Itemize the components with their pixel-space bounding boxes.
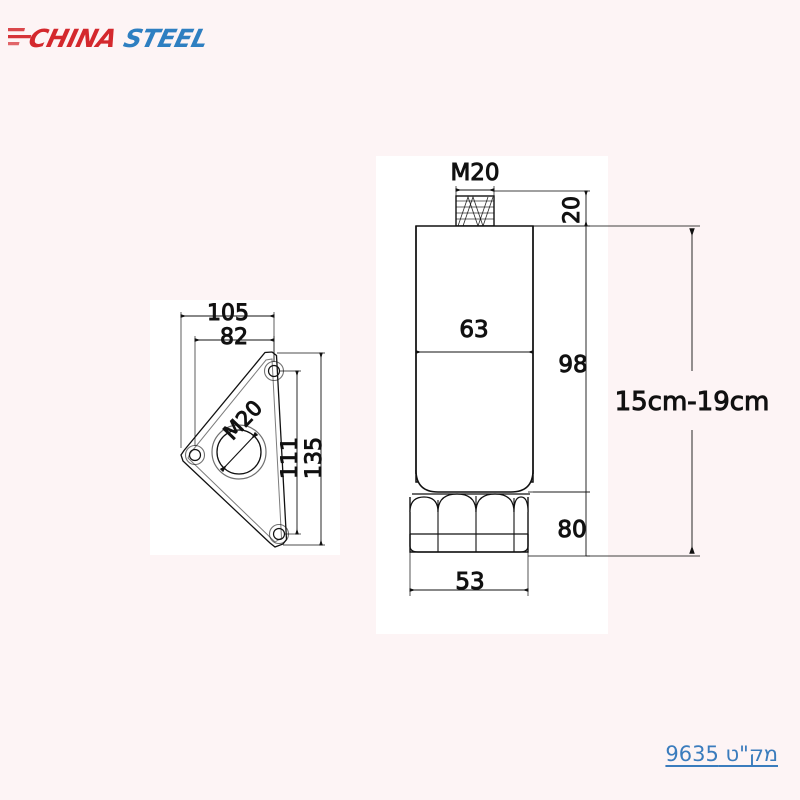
front-view-panel xyxy=(376,156,608,634)
top-view-panel xyxy=(150,300,340,555)
logo-graphic: CHINA STEEL xyxy=(0,23,211,53)
dim-label-overall-range: 15cm-19cm xyxy=(615,387,770,417)
catalog-number-link[interactable]: מק"ט 9635 xyxy=(665,742,778,766)
logo-word-steel: STEEL xyxy=(121,23,211,53)
logo-word-china: CHINA xyxy=(26,23,120,53)
china-steel-logo: CHINA STEEL xyxy=(0,16,238,60)
